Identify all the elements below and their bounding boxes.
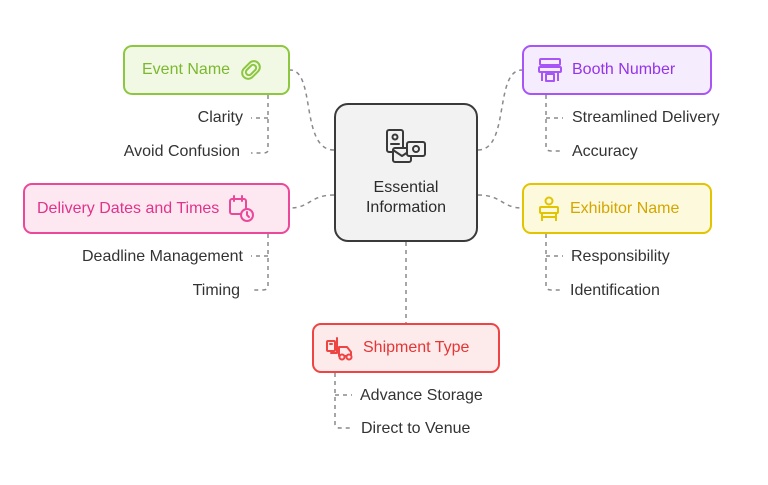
node-delivery-dates[interactable]: Delivery Dates and Times [23, 183, 290, 234]
node-booth-number[interactable]: Booth Number [522, 45, 712, 95]
leaf-identification: Identification [570, 282, 660, 299]
booth-icon [536, 56, 564, 84]
exhibitor-name-label: Exhibitor Name [570, 199, 680, 217]
leaf-avoid-confusion: Avoid Confusion [123, 143, 240, 160]
leaf-clarity: Clarity [197, 109, 243, 126]
leaf-direct-to-venue: Direct to Venue [361, 420, 471, 437]
central-title: Essential Information [365, 178, 447, 216]
person-desk-icon [536, 195, 562, 223]
leaf-accuracy: Accuracy [572, 143, 638, 160]
node-event-name[interactable]: Event Name [123, 45, 290, 95]
node-shipment-type[interactable]: Shipment Type [312, 323, 500, 373]
calendar-clock-icon [227, 194, 257, 224]
booth-number-label: Booth Number [572, 61, 676, 78]
shipment-type-label: Shipment Type [363, 339, 470, 356]
leaf-advance-storage: Advance Storage [360, 387, 483, 404]
node-exhibitor-name[interactable]: Exhibitor Name [522, 183, 712, 234]
leaf-streamlined-delivery: Streamlined Delivery [572, 109, 720, 126]
central-node[interactable]: Essential Information [334, 103, 478, 242]
delivery-dates-label: Delivery Dates and Times [37, 199, 220, 217]
leaf-responsibility: Responsibility [571, 248, 670, 265]
paperclip-icon [238, 57, 264, 83]
shipping-icon [325, 335, 355, 361]
event-name-label: Event Name [142, 61, 231, 78]
leaf-deadline-management: Deadline Management [82, 248, 243, 265]
documents-icon [383, 128, 429, 172]
leaf-timing: Timing [192, 282, 240, 299]
